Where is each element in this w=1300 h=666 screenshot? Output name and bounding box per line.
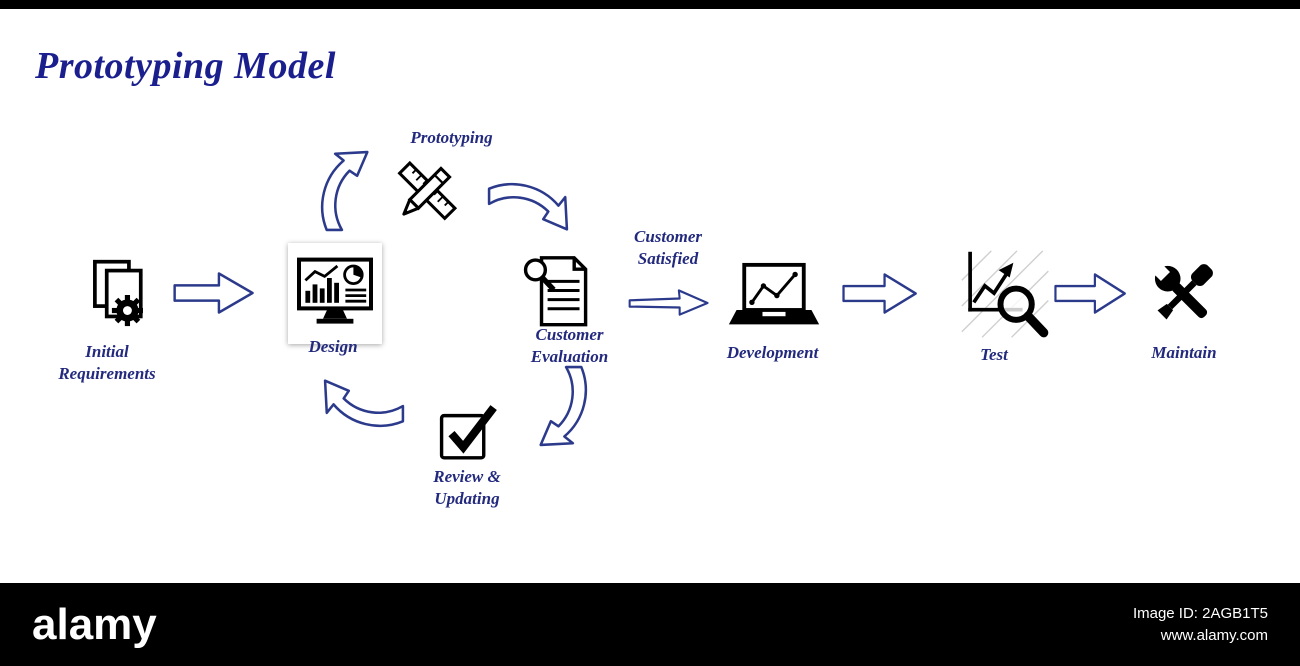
customer-evaluation-line1: Customer (535, 325, 604, 344)
maintain-line1: Maintain (1151, 343, 1217, 362)
wrench-screwdriver-icon (1138, 254, 1228, 334)
review-updating-line1: Review & (433, 467, 501, 486)
customer-evaluation-label: Customer Evaluation (512, 324, 627, 368)
image-id-text: Image ID: 2AGB1T5 (1132, 604, 1268, 622)
alamy-url-text: www.alamy.com (1160, 626, 1268, 644)
top-letterbox-bar (0, 0, 1300, 9)
bottom-watermark-bar: alamy Image ID: 2AGB1T5 www.alamy.com (0, 583, 1300, 666)
document-magnifier-icon (521, 250, 597, 334)
prototyping-label: Prototyping (389, 127, 514, 149)
arrow-review-to-design (320, 367, 408, 435)
arrow-initial-to-design (173, 271, 255, 315)
design-line1: Design (308, 337, 358, 356)
alamy-logo: alamy (32, 599, 157, 649)
arrow-development-to-test (842, 272, 918, 315)
test-line1: Test (980, 345, 1008, 364)
initial-requirements-label: Initial Requirements (28, 341, 186, 385)
development-line1: Development (726, 343, 819, 362)
pencil-ruler-icon (388, 153, 466, 229)
documents-gear-icon (86, 256, 160, 334)
arrow-evaluation-to-review (527, 362, 595, 450)
review-updating-label: Review & Updating (412, 466, 522, 510)
customer-evaluation-line2: Evaluation (530, 347, 609, 366)
maintain-label: Maintain (1138, 342, 1230, 364)
laptop-chart-icon (726, 260, 822, 335)
prototyping-line1: Prototyping (410, 128, 493, 147)
initial-requirements-line1: Initial (85, 342, 129, 361)
initial-requirements-line2: Requirements (58, 364, 156, 383)
development-label: Development (710, 342, 835, 364)
test-label: Test (962, 344, 1026, 366)
chart-magnifier-icon (960, 247, 1052, 343)
image-info-block: Image ID: 2AGB1T5 www.alamy.com (1133, 603, 1268, 647)
monitor-analytics-icon (295, 249, 375, 339)
arrow-test-to-maintain (1054, 272, 1127, 315)
review-updating-line2: Updating (434, 489, 500, 508)
diagram-title: Prototyping Model (35, 45, 336, 87)
customer-satisfied-line1: Customer (633, 227, 703, 246)
arrow-design-to-prototyping (313, 147, 381, 235)
customer-satisfied-label: Customer Satisfied (620, 226, 716, 270)
arrow-evaluation-to-development (628, 286, 710, 320)
design-label: Design (283, 336, 383, 358)
customer-satisfied-line2: Satisfied (637, 249, 699, 268)
arrow-prototyping-to-evaluation (484, 175, 572, 243)
checkbox-tick-icon (436, 402, 498, 464)
